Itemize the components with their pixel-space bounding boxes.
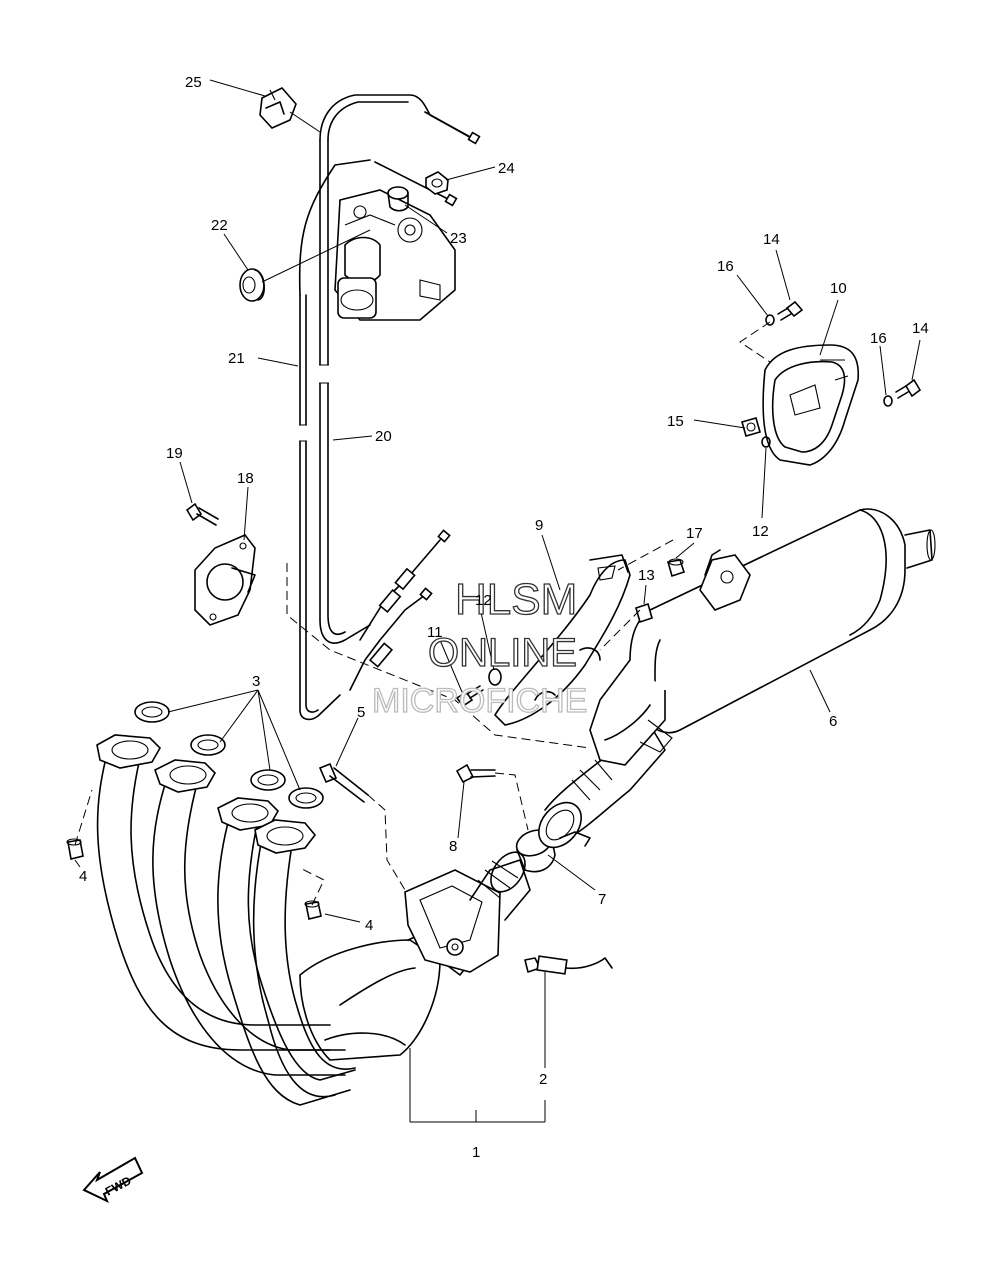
bolt-11	[455, 685, 484, 708]
watermark-line3: MICROFICHE	[372, 682, 587, 720]
callout-4a: 4	[79, 868, 87, 885]
damper	[635, 602, 653, 624]
callout-14b: 14	[912, 320, 929, 337]
nut-24	[425, 171, 449, 195]
o2-sensor	[524, 955, 613, 975]
leader-lines	[74, 79, 921, 1123]
exhaust-header-pipes	[96, 749, 356, 1106]
callout-10: 10	[830, 280, 847, 297]
callout-14a: 14	[763, 231, 780, 248]
watermark-line2: ONLINE	[428, 631, 577, 675]
callout-4b: 4	[365, 917, 373, 934]
cap-fasteners	[741, 300, 922, 448]
bolt-5	[318, 762, 369, 803]
callout-2: 2	[539, 1071, 547, 1088]
callout-16b: 16	[870, 330, 887, 347]
callout-12b: 12	[752, 523, 769, 540]
callout-20: 20	[375, 428, 392, 445]
callout-13: 13	[638, 567, 655, 584]
callout-1: 1	[472, 1144, 480, 1161]
servo-motor	[334, 189, 456, 321]
callout-17: 17	[686, 525, 703, 542]
callout-21: 21	[228, 350, 245, 367]
callout-12a: 12	[475, 592, 492, 609]
heat-protector	[493, 554, 631, 726]
callout-22: 22	[211, 217, 228, 234]
callout-11: 11	[427, 624, 443, 641]
forward-arrow: FWD	[82, 1156, 144, 1204]
bolt-19	[185, 502, 219, 526]
reference-lines	[74, 321, 771, 906]
nut-4a	[66, 838, 84, 860]
watermark-line1: HLSM	[455, 575, 577, 624]
callout-25: 25	[185, 74, 202, 91]
collar-23	[387, 186, 409, 212]
end-cap	[762, 344, 859, 466]
servo-cables	[296, 94, 481, 721]
callout-15: 15	[667, 413, 684, 430]
nut-17	[666, 558, 686, 578]
callout-3: 3	[252, 673, 260, 690]
header-flanges	[96, 734, 317, 854]
callout-8: 8	[449, 838, 457, 855]
callout-7: 7	[598, 891, 606, 908]
callout-9: 9	[535, 517, 543, 534]
callout-24: 24	[498, 160, 515, 177]
watermark: HLSM ONLINE MICROFICHE	[371, 574, 588, 720]
callout-18: 18	[237, 470, 254, 487]
grommet-22	[239, 268, 265, 302]
washer-12	[488, 668, 502, 686]
callout-19: 19	[166, 445, 183, 462]
bolt-8	[455, 763, 496, 784]
exhaust-collector	[299, 851, 531, 1061]
callout-16a: 16	[717, 258, 734, 275]
nut-4b	[304, 900, 322, 920]
callout-5: 5	[357, 704, 365, 721]
bracket-18	[194, 534, 256, 626]
silencer	[589, 508, 936, 766]
callout-6: 6	[829, 713, 837, 730]
callout-23: 23	[450, 230, 467, 247]
callout-numbers: 1 2 3 4 4 5 6 7 8 9 10 11 12 12 13 14 14…	[79, 74, 929, 1161]
cable-holder-25	[259, 87, 297, 129]
